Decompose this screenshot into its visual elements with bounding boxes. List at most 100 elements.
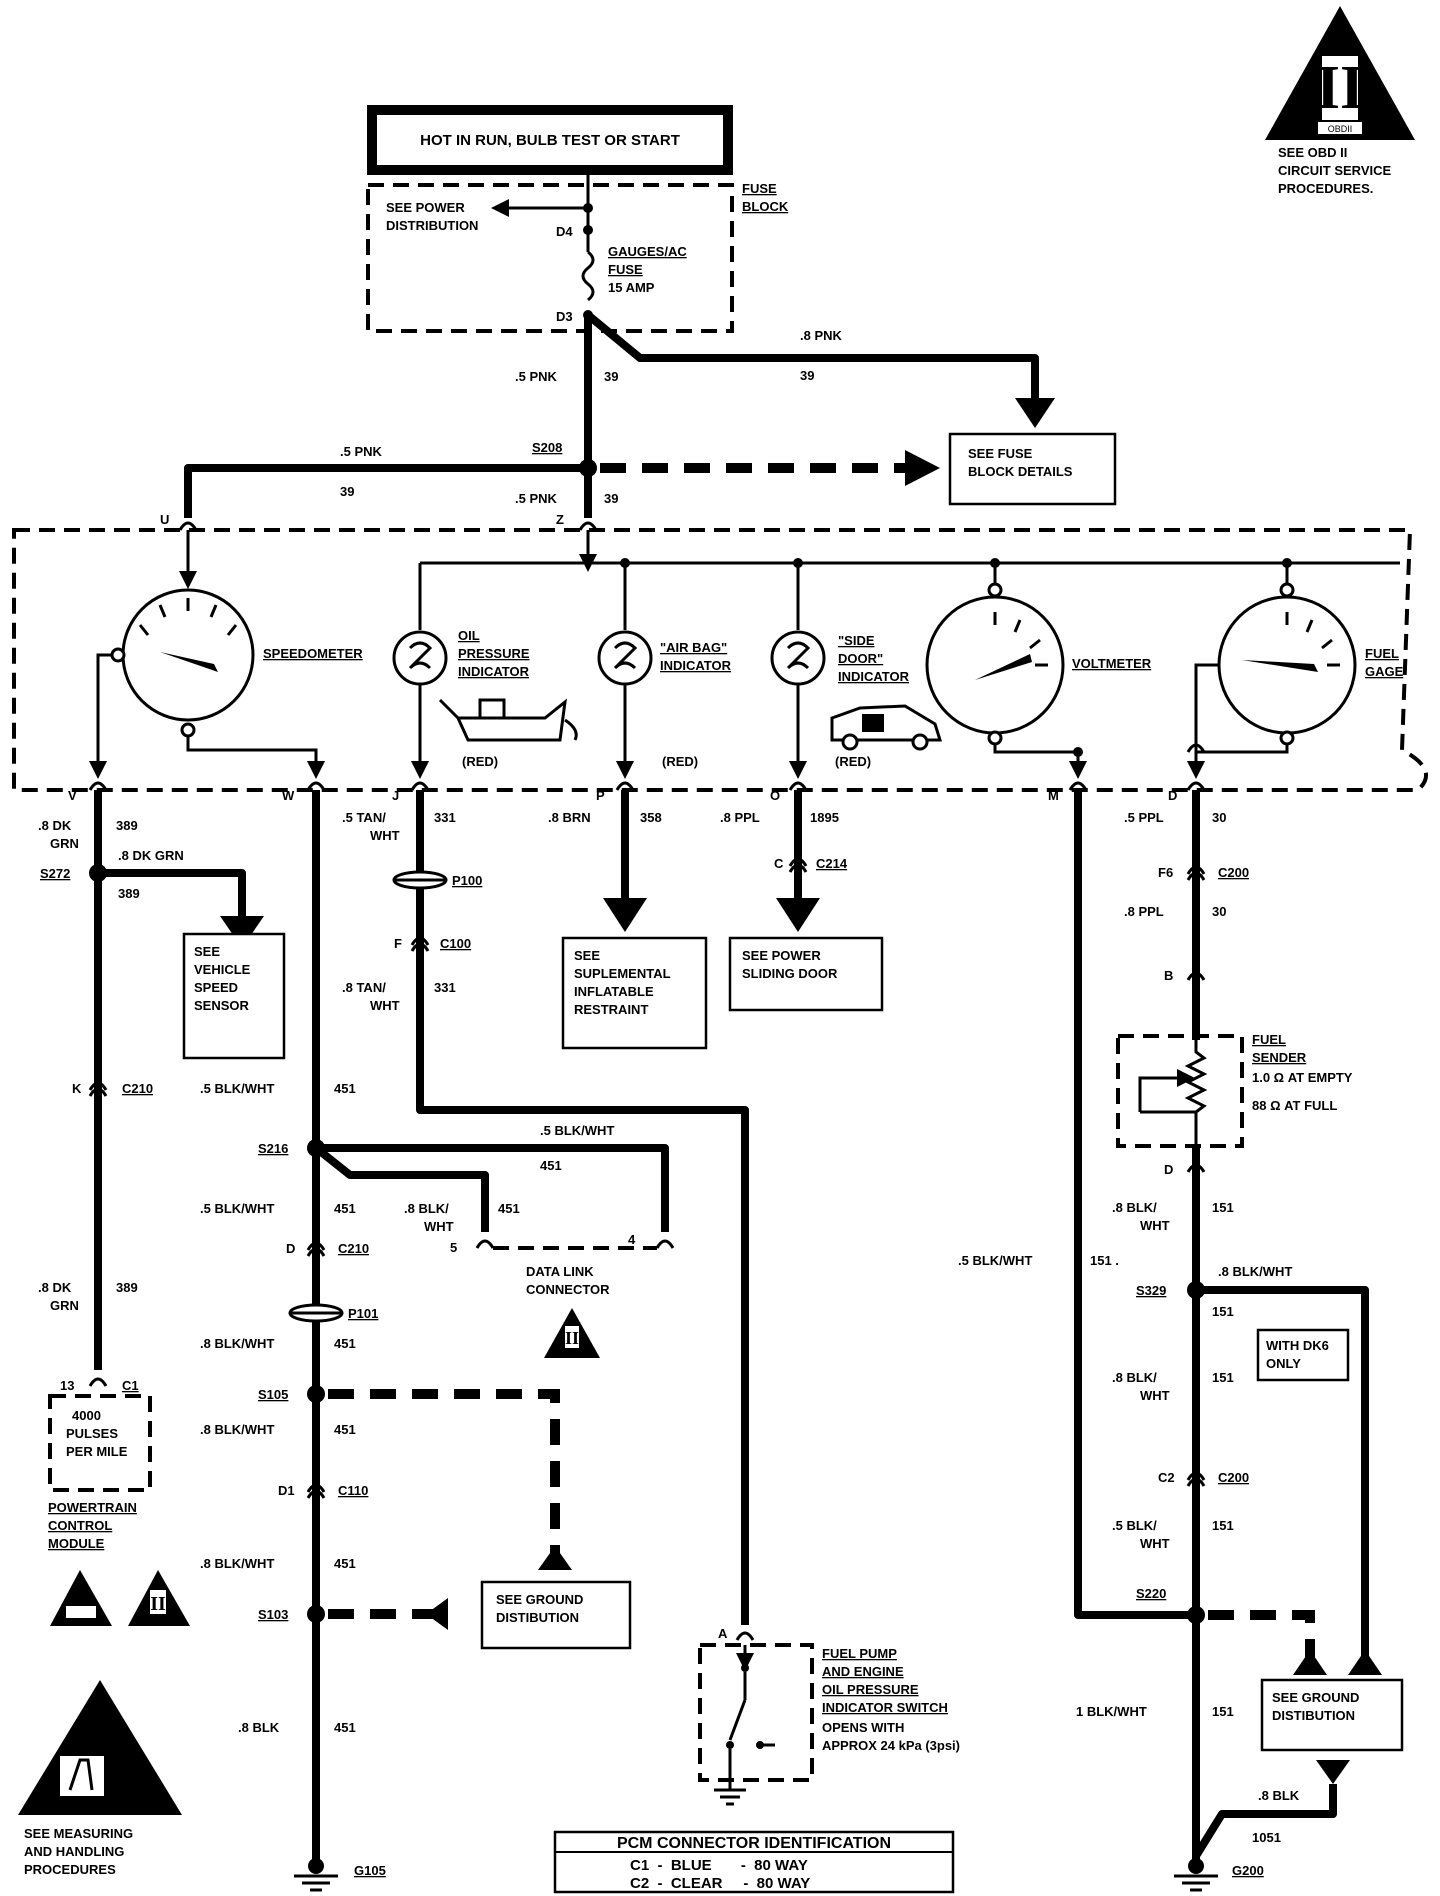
splice-s105 <box>307 1385 325 1403</box>
pin-p-label: P <box>596 788 605 803</box>
sir-ref-1: SEE <box>574 948 600 963</box>
pin-v-label: V <box>68 788 77 803</box>
connector-p100-label: P100 <box>452 873 482 888</box>
fuel-sender-box <box>1116 1034 1244 1148</box>
wire-331 <box>416 790 749 1625</box>
fuse-name-2: FUSE <box>608 262 643 277</box>
pin-d-sender-label: D <box>1164 1162 1173 1177</box>
ground2-right-arrow <box>1348 1650 1382 1675</box>
pcm-id-box <box>553 1830 955 1894</box>
connector-c100 <box>410 936 430 952</box>
switch-name-1: FUEL PUMP <box>822 1646 897 1661</box>
dk6-box <box>1256 1328 1350 1382</box>
vss-ref-4: SENSOR <box>194 998 250 1013</box>
vss-ref-box <box>182 932 286 1060</box>
wire-label-ppl5: .5 PPL <box>1124 810 1164 825</box>
oil-red-label: (RED) <box>462 754 498 769</box>
fuel-bottom-tie <box>1196 744 1289 754</box>
wire-label-ppl8a: .8 PPL <box>720 810 760 825</box>
wire-s220-dashed <box>1208 1610 1315 1660</box>
fuse-details-arrow <box>1015 398 1055 428</box>
connector-c110-label: C110 <box>338 1483 368 1498</box>
esd-caption-1: SEE MEASURING <box>24 1826 133 1841</box>
pcm-id-row2: C2 - CLEAR - 80 WAY <box>630 1875 810 1892</box>
wire-s105-dashed <box>328 1389 560 1560</box>
ground-g200-icon <box>1174 1858 1218 1892</box>
door-ref-1: SEE POWER <box>742 948 821 963</box>
connector-p101-label: P101 <box>348 1306 378 1321</box>
wire-s272-vss <box>98 869 246 918</box>
wire-label-358: 358 <box>640 810 662 825</box>
sidedoor-label-2: DOOR" <box>838 651 883 666</box>
fuse-terminal-d4 <box>583 225 593 235</box>
splice-s208-label: S208 <box>532 440 562 455</box>
ground2-ref-box <box>1260 1678 1404 1752</box>
sidedoor-label-1: "SIDE <box>838 633 875 648</box>
pcm-box-2: PULSES <box>66 1426 118 1441</box>
pcm-esd-icon <box>50 1570 112 1626</box>
wire-label-331b: 331 <box>434 980 456 995</box>
ground2-ref-2: DISTIBUTION <box>1272 1708 1355 1723</box>
pin-13-label: 13 <box>60 1378 74 1393</box>
pcm-box <box>48 1394 152 1492</box>
wire-label-dkgrn8c-1: .8 DK <box>38 1280 72 1295</box>
wire-label-451c: 451 <box>334 1201 356 1216</box>
wire-1051 <box>1192 1784 1337 1859</box>
pin-u-label: U <box>160 512 169 527</box>
wire-label-151c: 151 <box>1212 1304 1234 1319</box>
oil-label-1: OIL <box>458 628 480 643</box>
pcm-obd-icon: II <box>128 1570 190 1626</box>
door-ref-box <box>728 936 884 1012</box>
obd-caption-1: SEE OBD II <box>1278 145 1347 160</box>
wire-label-bw8f: .8 BLK/WHT <box>1218 1264 1292 1279</box>
speedometer-label: SPEEDOMETER <box>263 646 363 661</box>
pin-w-label: W <box>282 788 295 803</box>
connector-c200-a <box>1186 865 1206 881</box>
wire-label-151e: 151 <box>1212 1518 1234 1533</box>
wire-label-dkgrn8c-2: GRN <box>50 1298 79 1313</box>
esd-caption-2: AND HANDLING <box>24 1844 124 1859</box>
splice-s216-label: S216 <box>258 1141 288 1156</box>
fuel-sender-resistor <box>1138 1040 1208 1152</box>
pcm-name-2: CONTROL <box>48 1518 112 1533</box>
pin-u-connector <box>178 521 198 531</box>
wire-label-1051: 1051 <box>1252 1830 1281 1845</box>
fuse-block-title-2: BLOCK <box>742 199 789 214</box>
pcm-name-1: POWERTRAIN <box>48 1500 137 1515</box>
connector-c210-b <box>306 1241 326 1257</box>
fuse-rating: 15 AMP <box>608 280 655 295</box>
wire-label-bw8g-2: WHT <box>1140 1388 1170 1403</box>
pin-c-label: C <box>774 856 784 871</box>
sir-ref-box <box>561 936 708 1050</box>
connector-pcm-c1 <box>88 1377 108 1387</box>
wire-label-39a: 39 <box>800 368 814 383</box>
wire-label-151a: 151 . <box>1090 1253 1119 1268</box>
wire-label-tan5-2: WHT <box>370 828 400 843</box>
splice-s103-label: S103 <box>258 1607 288 1622</box>
pin-c2-label: C2 <box>1158 1470 1175 1485</box>
wire-label-151f: 151 <box>1212 1704 1234 1719</box>
wire-label-blk8a: .8 BLK <box>238 1720 280 1735</box>
dlc-pin4 <box>655 1239 675 1249</box>
pcm-id-title: PCM CONNECTOR IDENTIFICATION <box>617 1835 891 1852</box>
wire-label-bw8a-1: .8 BLK/ <box>404 1201 449 1216</box>
esd-caption-3: PROCEDURES <box>24 1862 116 1877</box>
dlc-label-2: CONNECTOR <box>526 1282 610 1297</box>
wire-s216-dlc5 <box>313 1144 489 1232</box>
oil-label-3: INDICATOR <box>458 664 530 679</box>
airbag-label-1: "AIR BAG" <box>660 640 727 655</box>
esd-warning-icon <box>18 1680 182 1815</box>
wire-label-bw8d: .8 BLK/WHT <box>200 1556 274 1571</box>
power-dist-ref-1: SEE POWER <box>386 200 465 215</box>
dlc-obd-icon-numeral: II <box>565 1328 579 1348</box>
wire-label-bw8e-2: WHT <box>1140 1218 1170 1233</box>
connector-sender-b <box>1186 971 1206 981</box>
sir-ref-4: RESTRAINT <box>574 1002 648 1017</box>
wire-label-bw1: 1 BLK/WHT <box>1076 1704 1147 1719</box>
pcm-id-row1: C1 - BLUE - 80 WAY <box>630 1857 808 1874</box>
airbag-red-label: (RED) <box>662 754 698 769</box>
speedometer-needle <box>160 652 218 672</box>
obd-caption-2: CIRCUIT SERVICE <box>1278 163 1391 178</box>
volt-terminal-bottom <box>987 730 1003 746</box>
